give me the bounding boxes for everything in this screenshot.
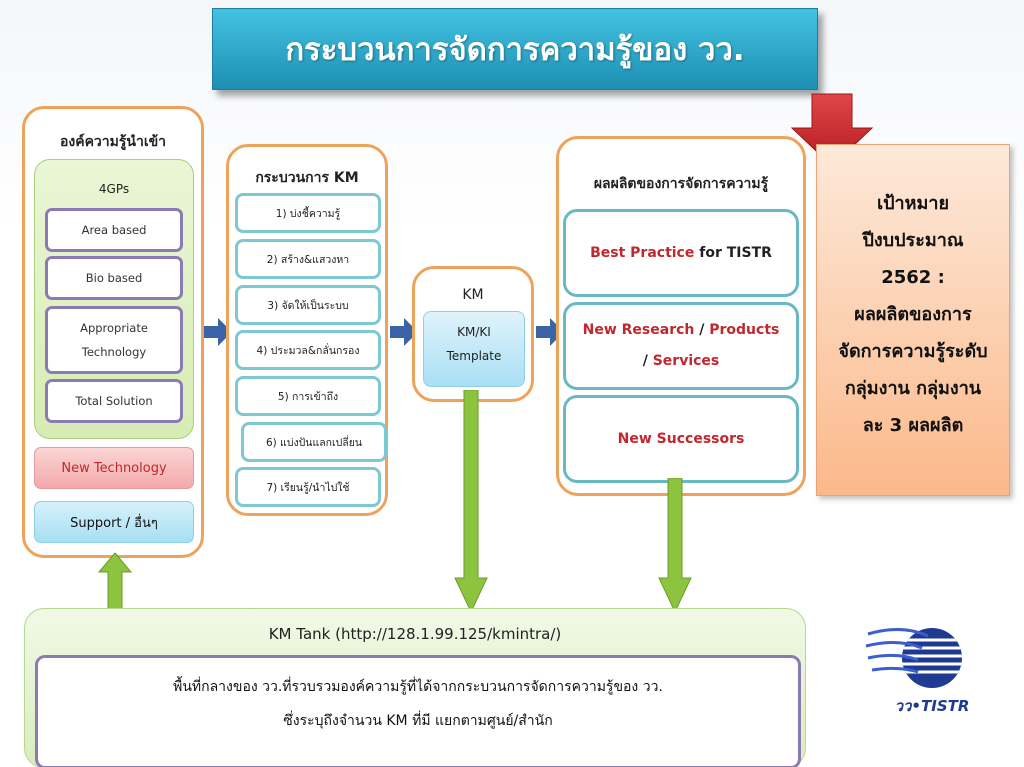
- km-tank-title: KM Tank (http://128.1.99.125/kmintra/): [268, 625, 562, 643]
- goal-line: ผลผลิตของการ: [854, 304, 972, 325]
- goal-line: ปีงบประมาณ: [862, 230, 964, 251]
- km-tank-line-2: ซึ่งระบุถึงจำนวน KM ที่มี แยกตามศูนย์/สำ…: [283, 713, 553, 729]
- green-up-arrow-icon: [98, 552, 132, 630]
- km-process-panel: กระบวนการ KM 1) บ่งชี้ความรู้ 2) สร้าง&แ…: [226, 144, 388, 516]
- new-research-box: New Research / Products / Services: [563, 302, 799, 390]
- tistr-globe-icon: [865, 628, 962, 688]
- slash-separator: /: [642, 353, 648, 369]
- products-label: Products: [709, 322, 780, 338]
- new-successors-box: New Successors: [563, 395, 799, 483]
- km-template-panel: KM KM/KI Template: [412, 266, 534, 402]
- best-practice-box: Best Practice for TISTR: [563, 209, 799, 297]
- km-step-1: 1) บ่งชี้ความรู้: [235, 193, 381, 233]
- km-panel-heading: KM: [462, 287, 484, 303]
- blue-right-arrow-icon: [390, 318, 418, 346]
- km-tank-box: KM Tank (http://128.1.99.125/kmintra/) พ…: [24, 608, 806, 767]
- km-step-3: 3) จัดให้เป็นระบบ: [235, 285, 381, 325]
- km-tank-description: พื้นที่กลางของ วว.ที่รวบรวมองค์ความรู้ที…: [35, 655, 801, 767]
- for-tistr-label: for TISTR: [699, 244, 772, 261]
- new-technology-box: New Technology: [34, 447, 194, 489]
- km-product-panel: ผลผลิตของการจัดการความรู้ Best Practice …: [556, 136, 806, 496]
- process-panel-heading: กระบวนการ KM: [255, 170, 359, 186]
- bio-based-item: Bio based: [45, 256, 183, 300]
- km-step-7: 7) เรียนรู้/นำไปใช้: [235, 467, 381, 507]
- goal-line: ละ 3 ผลผลิต: [862, 415, 964, 436]
- goal-line: เป้าหมาย: [876, 193, 950, 214]
- product-panel-heading: ผลผลิตของการจัดการความรู้: [593, 176, 769, 192]
- input-panel-heading: องค์ความรู้นำเข้า: [59, 134, 167, 150]
- new-research-label: New Research: [582, 322, 695, 338]
- 4gps-title: 4GPs: [98, 182, 130, 196]
- green-down-arrow-icon: [454, 390, 488, 614]
- page-title: กระบวนการจัดการความรู้ของ วว.: [285, 32, 745, 68]
- goal-box: เป้าหมาย ปีงบประมาณ 2562 : ผลผลิตของการ …: [816, 144, 1010, 496]
- new-successors-label: New Successors: [617, 430, 745, 447]
- best-practice-label: Best Practice: [590, 244, 695, 261]
- 4gps-group: 4GPs Area based Bio based Appropriate Te…: [34, 159, 194, 439]
- template-line-1: KM/KI: [457, 325, 491, 339]
- services-label: Services: [652, 353, 720, 369]
- support-box: Support / อื่นๆ: [34, 501, 194, 543]
- slash-separator: /: [699, 322, 705, 338]
- area-based-item: Area based: [45, 208, 183, 252]
- tistr-logo-text: วว•TISTR: [894, 697, 970, 715]
- input-knowledge-panel: องค์ความรู้นำเข้า 4GPs Area based Bio ba…: [22, 106, 204, 558]
- title-banner: กระบวนการจัดการความรู้ของ วว.: [212, 8, 818, 90]
- km-step-2: 2) สร้าง&แสวงหา: [235, 239, 381, 279]
- template-line-2: Template: [446, 349, 502, 363]
- goal-line: 2562 :: [881, 267, 945, 288]
- km-tank-line-1: พื้นที่กลางของ วว.ที่รวบรวมองค์ความรู้ที…: [173, 679, 663, 695]
- goal-line: จัดการความรู้ระดับ: [838, 341, 988, 362]
- goal-text: เป้าหมาย ปีงบประมาณ 2562 : ผลผลิตของการ …: [817, 185, 1009, 444]
- goal-line: กลุ่มงาน กลุ่มงาน: [844, 378, 982, 399]
- km-step-6: 6) แบ่งปันแลกเปลี่ยน: [241, 422, 387, 462]
- total-solution-item: Total Solution: [45, 379, 183, 423]
- blue-right-arrow-icon: [204, 318, 232, 346]
- tistr-logo: วว•TISTR: [832, 606, 1024, 767]
- green-down-arrow-icon: [658, 478, 692, 614]
- appropriate-technology-item: Appropriate Technology: [45, 306, 183, 374]
- km-ki-template-box: KM/KI Template: [423, 311, 525, 387]
- km-step-4: 4) ประมวล&กลั่นกรอง: [235, 330, 381, 370]
- km-step-5: 5) การเข้าถึง: [235, 376, 381, 416]
